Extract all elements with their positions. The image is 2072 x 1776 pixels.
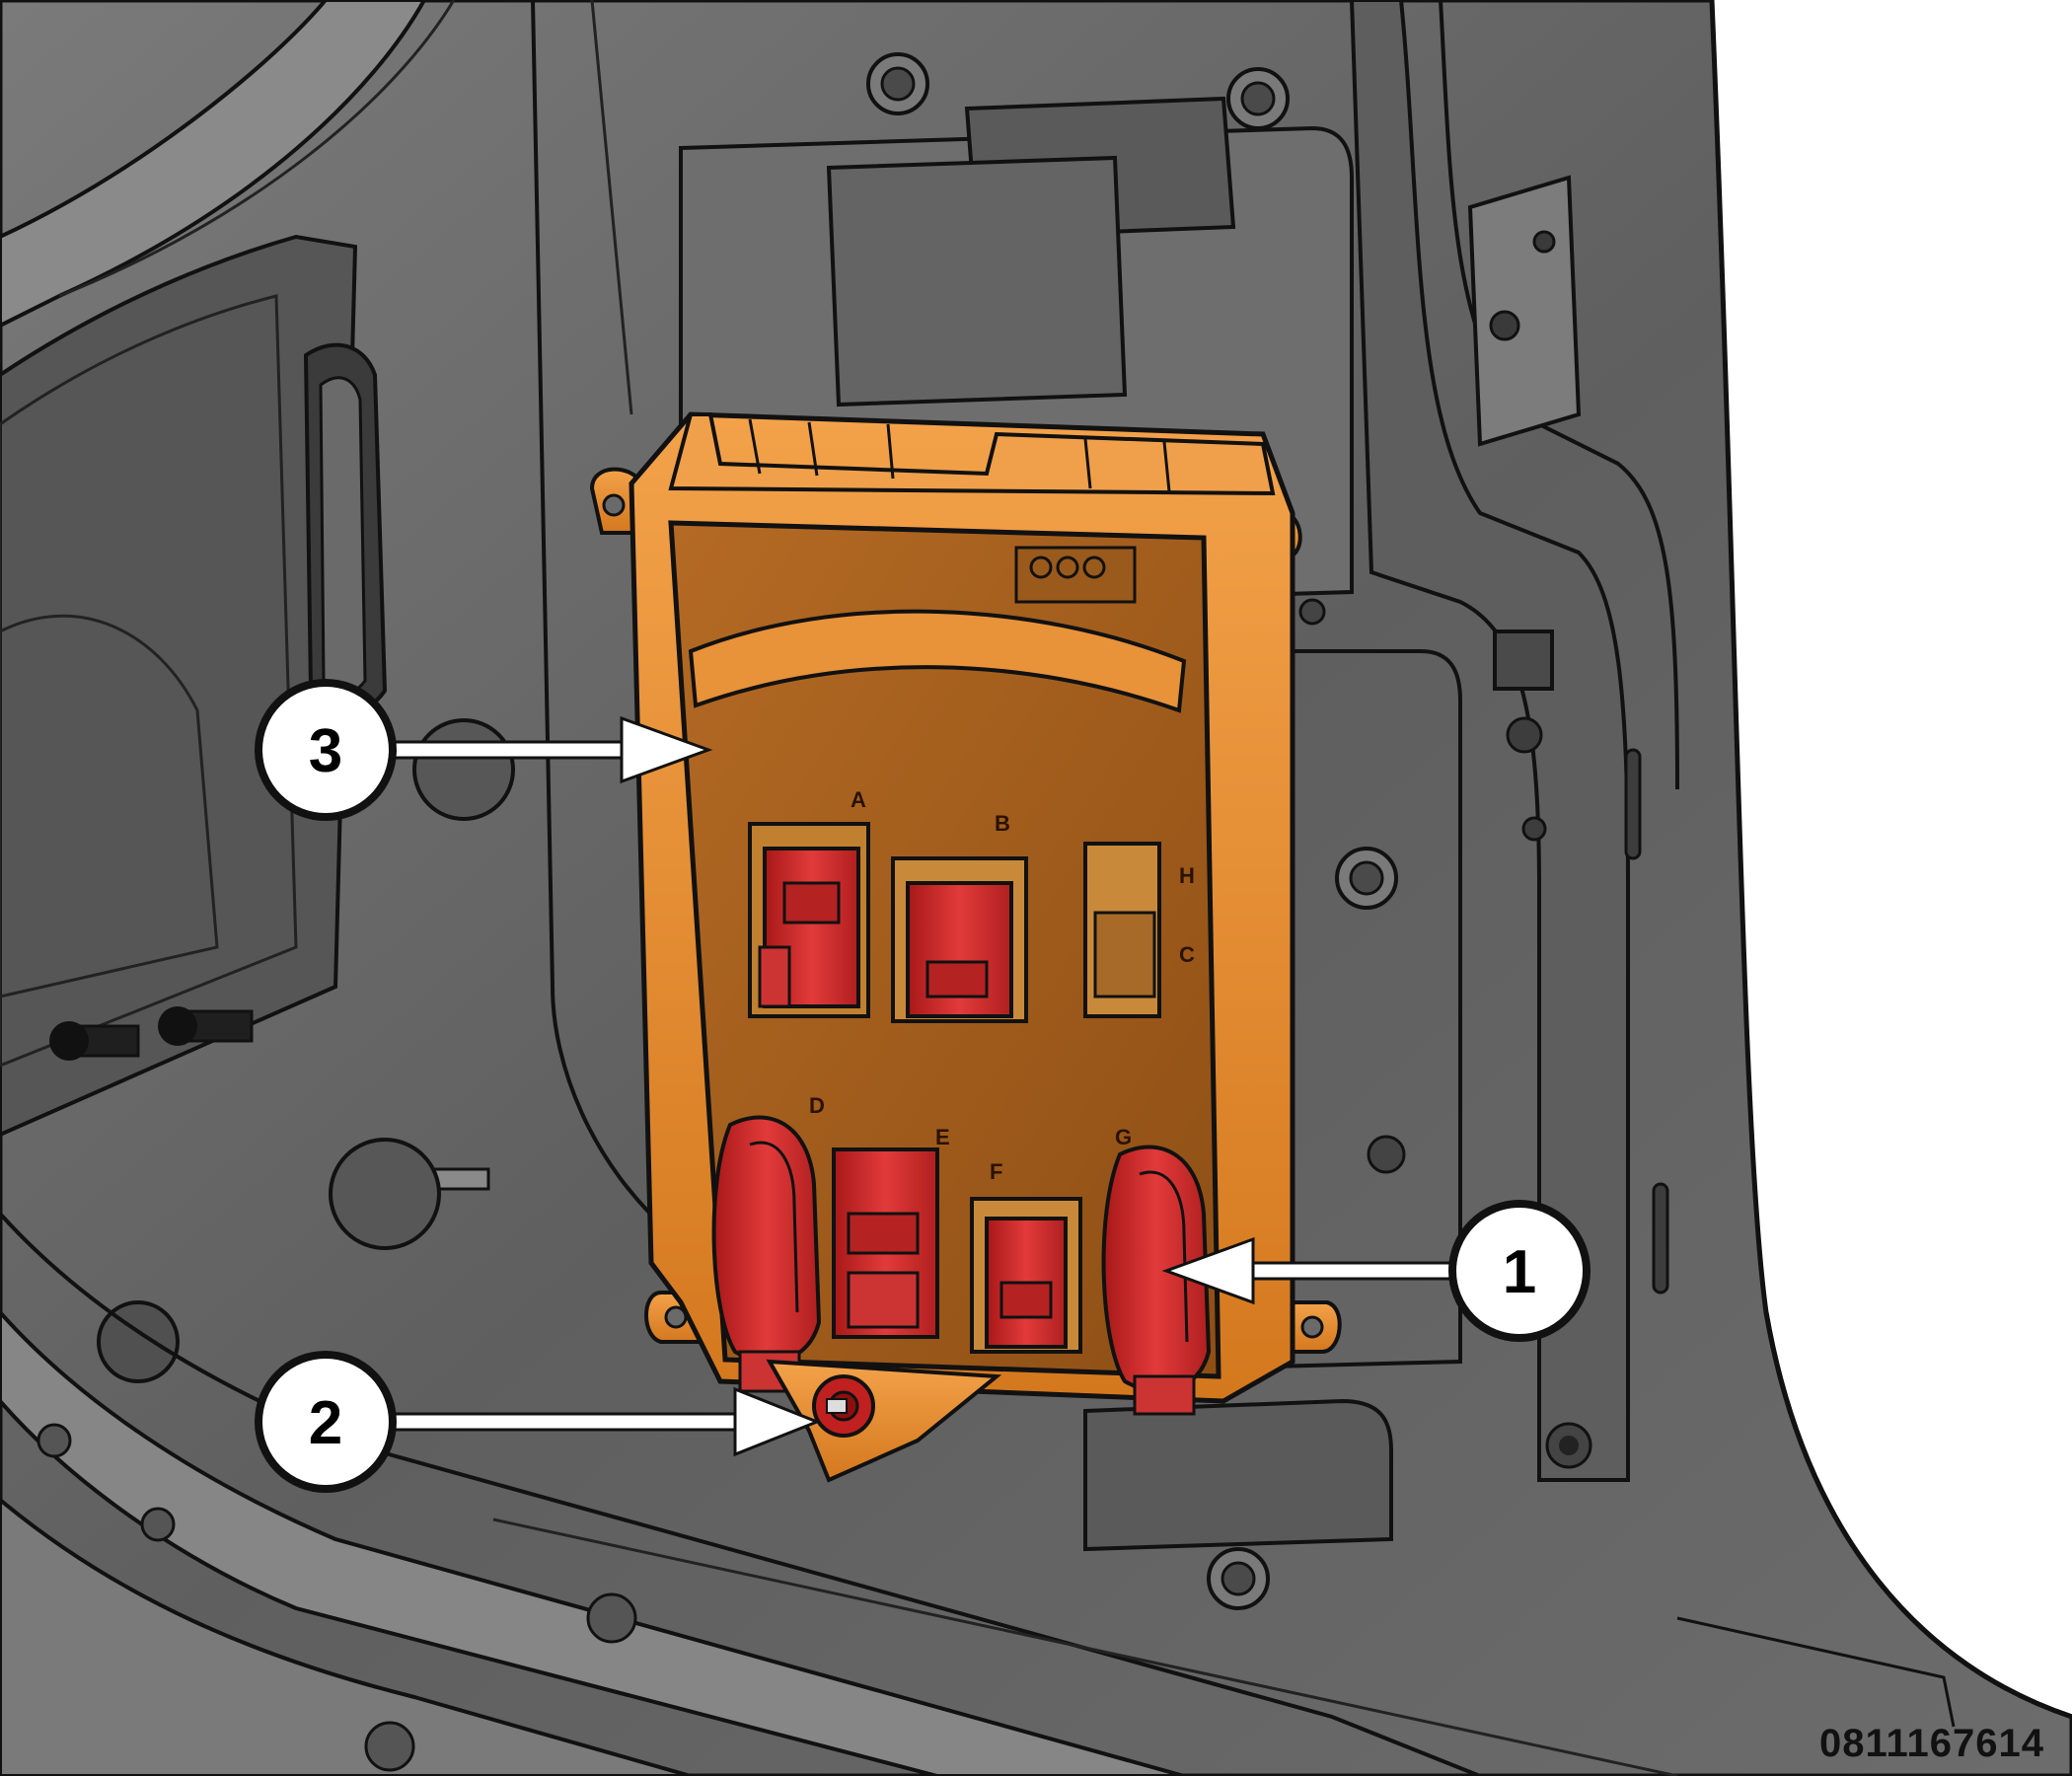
- ground-nut: [812, 1374, 875, 1438]
- leader-arrow-3: [388, 715, 713, 784]
- callout-number-3: 3: [309, 717, 342, 785]
- connector-label-g: G: [1115, 1125, 1132, 1149]
- connector-label-e: E: [935, 1125, 950, 1149]
- connector-label-c: C: [1179, 942, 1195, 967]
- connector-label-f: F: [990, 1159, 1002, 1184]
- callout-number-2: 2: [309, 1389, 342, 1457]
- connector-label-a: A: [851, 787, 866, 812]
- leader-arrow-2: [388, 1386, 822, 1457]
- body-control-module: A B H C D E F G: [589, 411, 1342, 1483]
- connector-f: [970, 1197, 1082, 1354]
- callout-1: 1: [1448, 1200, 1591, 1342]
- callout-3: 3: [255, 679, 397, 821]
- figure-id: 0811167614: [1818, 1722, 2044, 1765]
- push-pin-fasteners: [49, 1006, 490, 1191]
- connector-label-b: B: [995, 811, 1010, 836]
- connector-e: [832, 1147, 939, 1339]
- callout-leaders: [388, 715, 1457, 1457]
- connector-label-d: D: [809, 1093, 825, 1118]
- ground-connector: [1101, 1145, 1212, 1416]
- connector-b: [891, 856, 1028, 1023]
- callout-number-1: 1: [1503, 1238, 1536, 1306]
- connector-h-c: [1083, 842, 1161, 1018]
- connector-a: [748, 822, 870, 1018]
- connector-label-h: H: [1179, 863, 1195, 888]
- mounting-bolts: [866, 52, 1592, 1610]
- callout-2: 2: [255, 1351, 397, 1493]
